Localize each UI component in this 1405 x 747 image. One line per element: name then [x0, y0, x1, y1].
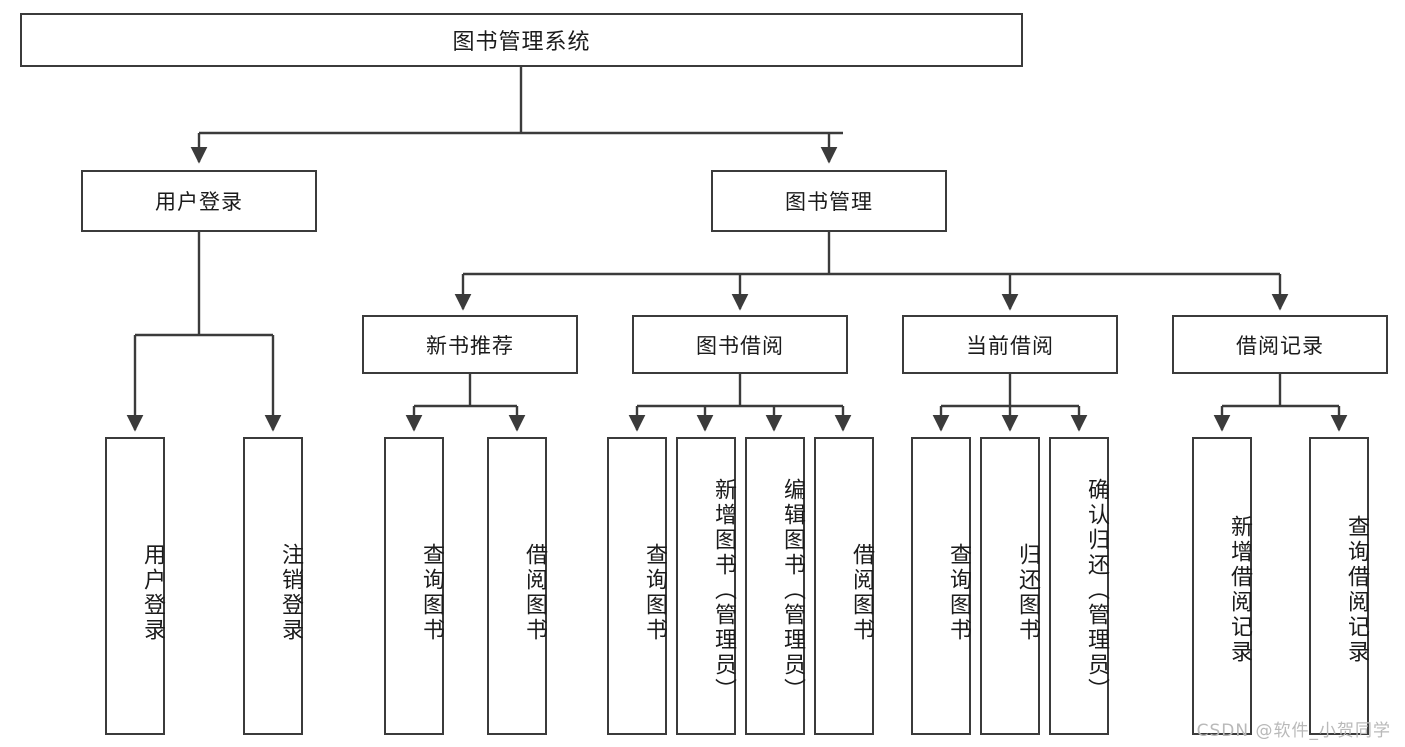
node-label: 用户登录	[140, 543, 165, 643]
node-label: 图书管理系统	[452, 30, 591, 55]
node-label: 新书推荐	[426, 333, 514, 358]
node-label: 当前借阅	[966, 333, 1054, 358]
node-label: 查询图书	[946, 543, 971, 643]
node-label: 注销登录	[278, 543, 303, 643]
node-label: 图书管理	[785, 190, 873, 214]
node-book-management[interactable]: 图书管理	[711, 170, 947, 232]
node-label: 用户登录	[155, 190, 243, 214]
leaf-new-book-borrow-book[interactable]: 借阅图书	[487, 437, 547, 735]
node-new-book-recommend[interactable]: 新书推荐	[362, 315, 578, 374]
leaf-new-book-query-book[interactable]: 查询图书	[384, 437, 444, 735]
node-user-login[interactable]: 用户登录	[81, 170, 317, 232]
node-label: 查询图书	[642, 543, 667, 643]
node-label: 图书借阅	[696, 333, 784, 358]
node-label: 编辑图书（管理员）	[780, 477, 805, 703]
leaf-book-borrow-borrow-book[interactable]: 借阅图书	[814, 437, 874, 735]
leaf-user-login-login[interactable]: 用户登录	[105, 437, 165, 735]
node-label: 借阅图书	[849, 543, 874, 643]
node-root-book-management-system[interactable]: 图书管理系统	[20, 13, 1023, 67]
leaf-borrow-record-add-record[interactable]: 新增借阅记录	[1192, 437, 1252, 735]
node-current-borrow[interactable]: 当前借阅	[902, 315, 1118, 374]
node-label: 新增借阅记录	[1227, 515, 1252, 665]
node-label: 查询图书	[419, 543, 444, 643]
leaf-user-login-logout[interactable]: 注销登录	[243, 437, 303, 735]
node-label: 确认归还（管理员）	[1084, 477, 1109, 703]
leaf-book-borrow-query-book[interactable]: 查询图书	[607, 437, 667, 735]
node-label: 借阅记录	[1236, 333, 1324, 358]
leaf-current-borrow-confirm-return-admin[interactable]: 确认归还（管理员）	[1049, 437, 1109, 735]
node-book-borrow[interactable]: 图书借阅	[632, 315, 848, 374]
leaf-current-borrow-return-book[interactable]: 归还图书	[980, 437, 1040, 735]
leaf-book-borrow-add-book-admin[interactable]: 新增图书（管理员）	[676, 437, 736, 735]
node-borrow-record[interactable]: 借阅记录	[1172, 315, 1388, 374]
watermark: CSDN @软件_小贺同学	[1196, 721, 1391, 741]
leaf-borrow-record-query-record[interactable]: 查询借阅记录	[1309, 437, 1369, 735]
node-label: 归还图书	[1015, 543, 1040, 643]
node-label: 借阅图书	[522, 543, 547, 643]
leaf-book-borrow-edit-book-admin[interactable]: 编辑图书（管理员）	[745, 437, 805, 735]
node-label: 查询借阅记录	[1344, 515, 1369, 665]
node-label: 新增图书（管理员）	[711, 477, 736, 703]
leaf-current-borrow-query-book[interactable]: 查询图书	[911, 437, 971, 735]
